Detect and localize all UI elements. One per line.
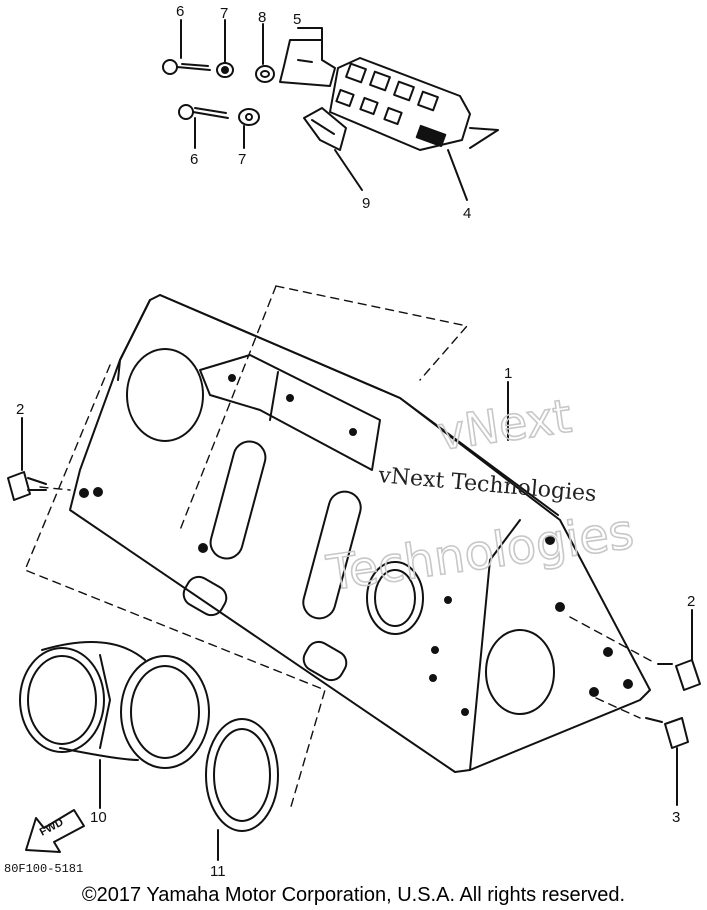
nut-7-top <box>216 62 234 78</box>
cover-panel-1 <box>69 294 651 773</box>
callout-7-top: 7 <box>220 5 228 22</box>
watermark-line1: vNext <box>434 389 575 461</box>
assembly-guide-lines <box>24 285 656 811</box>
callout-6-lower: 6 <box>190 151 198 168</box>
watermark-solid: vNext Technologies <box>376 463 597 507</box>
watermark-line2: Technologies <box>323 504 637 603</box>
screw-6-lower <box>178 104 229 120</box>
copyright-footer: ©2017 Yamaha Motor Corporation, U.S.A. A… <box>81 884 626 906</box>
clamp-9 <box>303 107 347 151</box>
elbow-duct-10 <box>19 641 210 769</box>
callouts: 6 7 8 5 6 7 9 4 1 2 2 3 10 11 <box>16 3 695 880</box>
fwd-label: FWD <box>38 816 66 838</box>
screw-6-top <box>162 59 211 75</box>
callout-4: 4 <box>463 205 471 222</box>
gasket-11 <box>205 718 279 832</box>
callout-11: 11 <box>210 863 226 880</box>
callout-5: 5 <box>293 11 301 28</box>
callout-7-lower: 7 <box>238 151 246 168</box>
callout-8: 8 <box>258 9 266 26</box>
washer-8 <box>255 65 275 83</box>
fwd-arrow-icon <box>25 809 85 853</box>
callout-2-left: 2 <box>16 401 24 418</box>
callout-1: 1 <box>504 365 512 382</box>
bracket-5 <box>279 39 336 87</box>
callout-10: 10 <box>90 809 107 826</box>
callout-6-top: 6 <box>176 3 184 20</box>
bolt-2-right <box>657 659 701 691</box>
watermark: vNext Technologies vNext Technologies <box>322 388 638 603</box>
terminal-block-4 <box>329 57 499 151</box>
callout-3: 3 <box>672 809 680 826</box>
callout-2-right: 2 <box>687 593 695 610</box>
drawing-code: 80F100-5181 <box>4 862 83 876</box>
bolt-2-left <box>7 471 47 501</box>
callout-9: 9 <box>362 195 370 212</box>
bolt-3 <box>645 717 689 749</box>
nut-7-lower <box>238 108 260 126</box>
